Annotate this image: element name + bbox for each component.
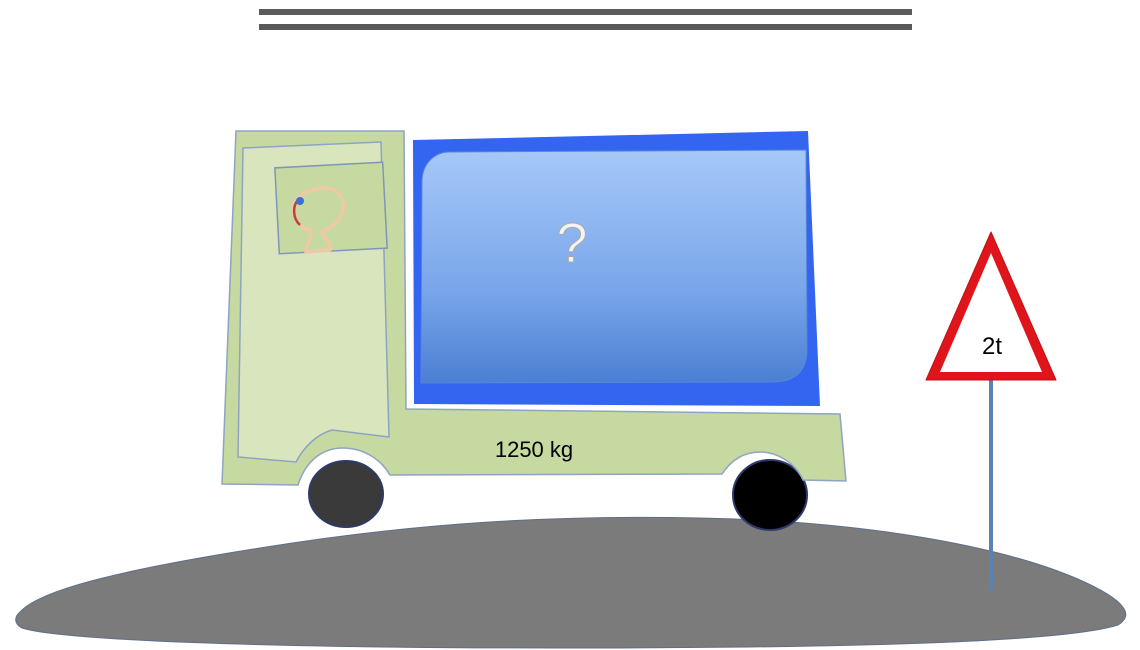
- truck-weight-label: 1250 kg: [495, 437, 573, 462]
- sign-pole: [989, 378, 993, 590]
- cab-window: [275, 162, 387, 254]
- cargo-question-mark: ?: [556, 211, 587, 274]
- road-hill: [16, 517, 1126, 648]
- front-wheel: [309, 461, 383, 527]
- sign-limit-label: 2t: [982, 333, 1002, 360]
- cargo-box: ?: [413, 131, 820, 406]
- cargo-box-inner: [421, 150, 807, 383]
- header-line-bottom: [259, 24, 912, 30]
- header-double-line: [259, 9, 912, 30]
- header-line-top: [259, 9, 912, 15]
- rear-wheel: [733, 460, 807, 530]
- weight-limit-sign: 2t: [926, 232, 1056, 590]
